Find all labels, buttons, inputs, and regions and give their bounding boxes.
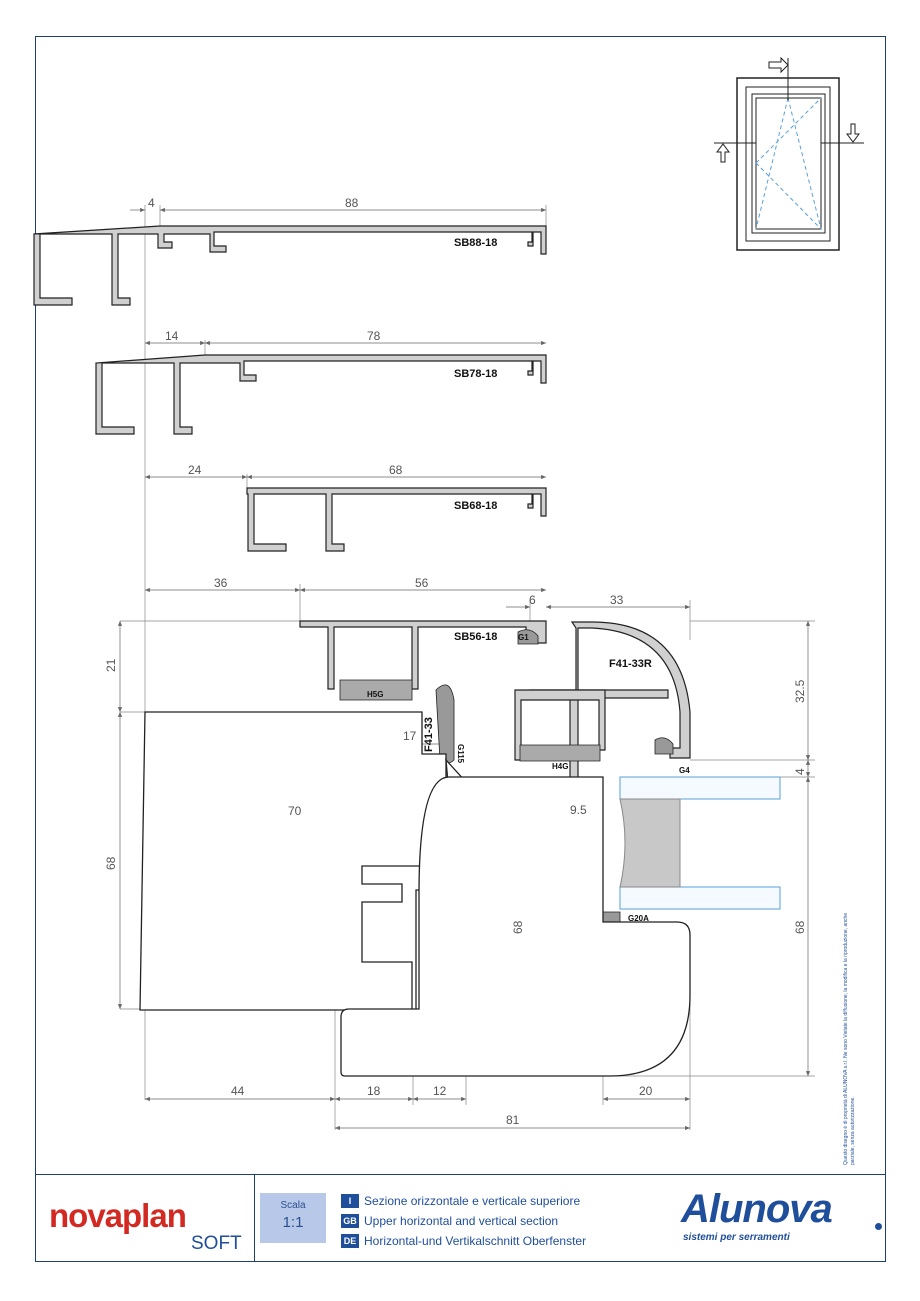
frame-body xyxy=(139,711,447,1011)
label-g20a: G20A xyxy=(628,914,649,923)
company-logo: Alunova sistemi per serramenti xyxy=(681,1187,882,1251)
dim-inner-70: 70 xyxy=(288,804,302,818)
dim-f41-width: 33 xyxy=(610,593,624,607)
brand-name: novaplan xyxy=(49,1197,187,1234)
dim-sb56-offset: 36 xyxy=(214,576,228,590)
lang-code: DE xyxy=(341,1234,359,1248)
profile-sb56 xyxy=(299,620,547,690)
gaskets xyxy=(339,629,674,923)
label-h5g: H5G xyxy=(367,690,383,699)
dim-bottom-18: 18 xyxy=(367,1084,381,1098)
profile-sb78 xyxy=(95,354,547,435)
scale-value: 1:1 xyxy=(282,1214,304,1231)
description-text: Upper horizontal and vertical section xyxy=(364,1214,559,1228)
label-h4g: H4G xyxy=(552,762,568,771)
logo-dot xyxy=(875,1223,882,1230)
label-sb68: SB68-18 xyxy=(454,500,497,512)
logo-text: Alunova xyxy=(681,1187,833,1231)
glazing-unit xyxy=(619,776,781,910)
product-brand: novaplan SOFT xyxy=(49,1197,249,1254)
copyright-note: Questo disegno è di proprietà di ALUNOVA… xyxy=(843,912,856,1165)
dim-bottom-81: 81 xyxy=(506,1113,520,1127)
logo-tagline: sistemi per serramenti xyxy=(683,1232,790,1243)
description-text: Sezione orizzontale e verticale superior… xyxy=(364,1194,581,1208)
sash-body xyxy=(340,776,691,1077)
profile-labels: SB88-18 SB78-18 SB68-18 SB56-18 F41-33R … xyxy=(367,237,690,923)
dim-inner-9-5: 9.5 xyxy=(570,803,587,817)
description-text: Horizontal-und Vertikalschnitt Oberfenst… xyxy=(364,1234,587,1248)
profile-sb68 xyxy=(246,487,547,552)
title-block: novaplan SOFT Scala 1:1 I Sezione orizzo… xyxy=(35,1174,886,1262)
description-row: I Sezione orizzontale e verticale superi… xyxy=(341,1191,586,1211)
drawing-sheet xyxy=(35,36,886,1262)
dimension-values: 4 88 14 78 24 68 36 56 6 33 21 68 32.5 4… xyxy=(104,196,807,1127)
dim-sb56-width: 56 xyxy=(415,576,429,590)
dim-sb88-offset: 4 xyxy=(148,196,155,210)
label-g115: G115 xyxy=(456,744,465,764)
label-f41-33r: F41-33R xyxy=(609,658,652,670)
description-row: DE Horizontal-und Vertikalschnitt Oberfe… xyxy=(341,1231,586,1251)
label-sb88: SB88-18 xyxy=(454,237,497,249)
dim-right-4: 4 xyxy=(793,768,807,775)
dim-bottom-44: 44 xyxy=(231,1084,245,1098)
dim-inner-17: 17 xyxy=(403,729,417,743)
dim-left-21: 21 xyxy=(104,658,118,672)
dim-sb68-width: 68 xyxy=(389,463,403,477)
dim-gap-6: 6 xyxy=(529,593,536,607)
label-g1: G1 xyxy=(518,633,529,642)
profile-sash-lower xyxy=(514,689,606,761)
scale-box: Scala 1:1 xyxy=(260,1193,326,1243)
profile-sb88 xyxy=(33,225,547,306)
dim-right-32-5: 32.5 xyxy=(793,679,807,703)
label-f41-33: F41-33 xyxy=(423,717,435,752)
dim-sb88-width: 88 xyxy=(345,196,359,210)
window-schematic xyxy=(714,56,864,251)
dim-bottom-12: 12 xyxy=(433,1084,447,1098)
brand-sub: SOFT xyxy=(191,1233,242,1254)
scale-label: Scala xyxy=(280,1200,306,1211)
label-g4: G4 xyxy=(679,766,690,775)
dim-inner-68: 68 xyxy=(511,920,525,934)
dim-right-68: 68 xyxy=(793,920,807,934)
section-descriptions: I Sezione orizzontale e verticale superi… xyxy=(341,1191,586,1251)
dim-left-68: 68 xyxy=(104,856,118,870)
lang-code: I xyxy=(341,1194,359,1208)
description-row: GB Upper horizontal and vertical section xyxy=(341,1211,586,1231)
dim-sb78-offset: 14 xyxy=(165,329,179,343)
label-sb56: SB56-18 xyxy=(454,631,497,643)
footer-divider xyxy=(254,1175,255,1262)
dimension-lines xyxy=(117,207,811,1131)
dim-bottom-20: 20 xyxy=(639,1084,653,1098)
dim-sb68-offset: 24 xyxy=(188,463,202,477)
lang-code: GB xyxy=(341,1214,359,1228)
dim-sb78-width: 78 xyxy=(367,329,381,343)
label-sb78: SB78-18 xyxy=(454,368,497,380)
